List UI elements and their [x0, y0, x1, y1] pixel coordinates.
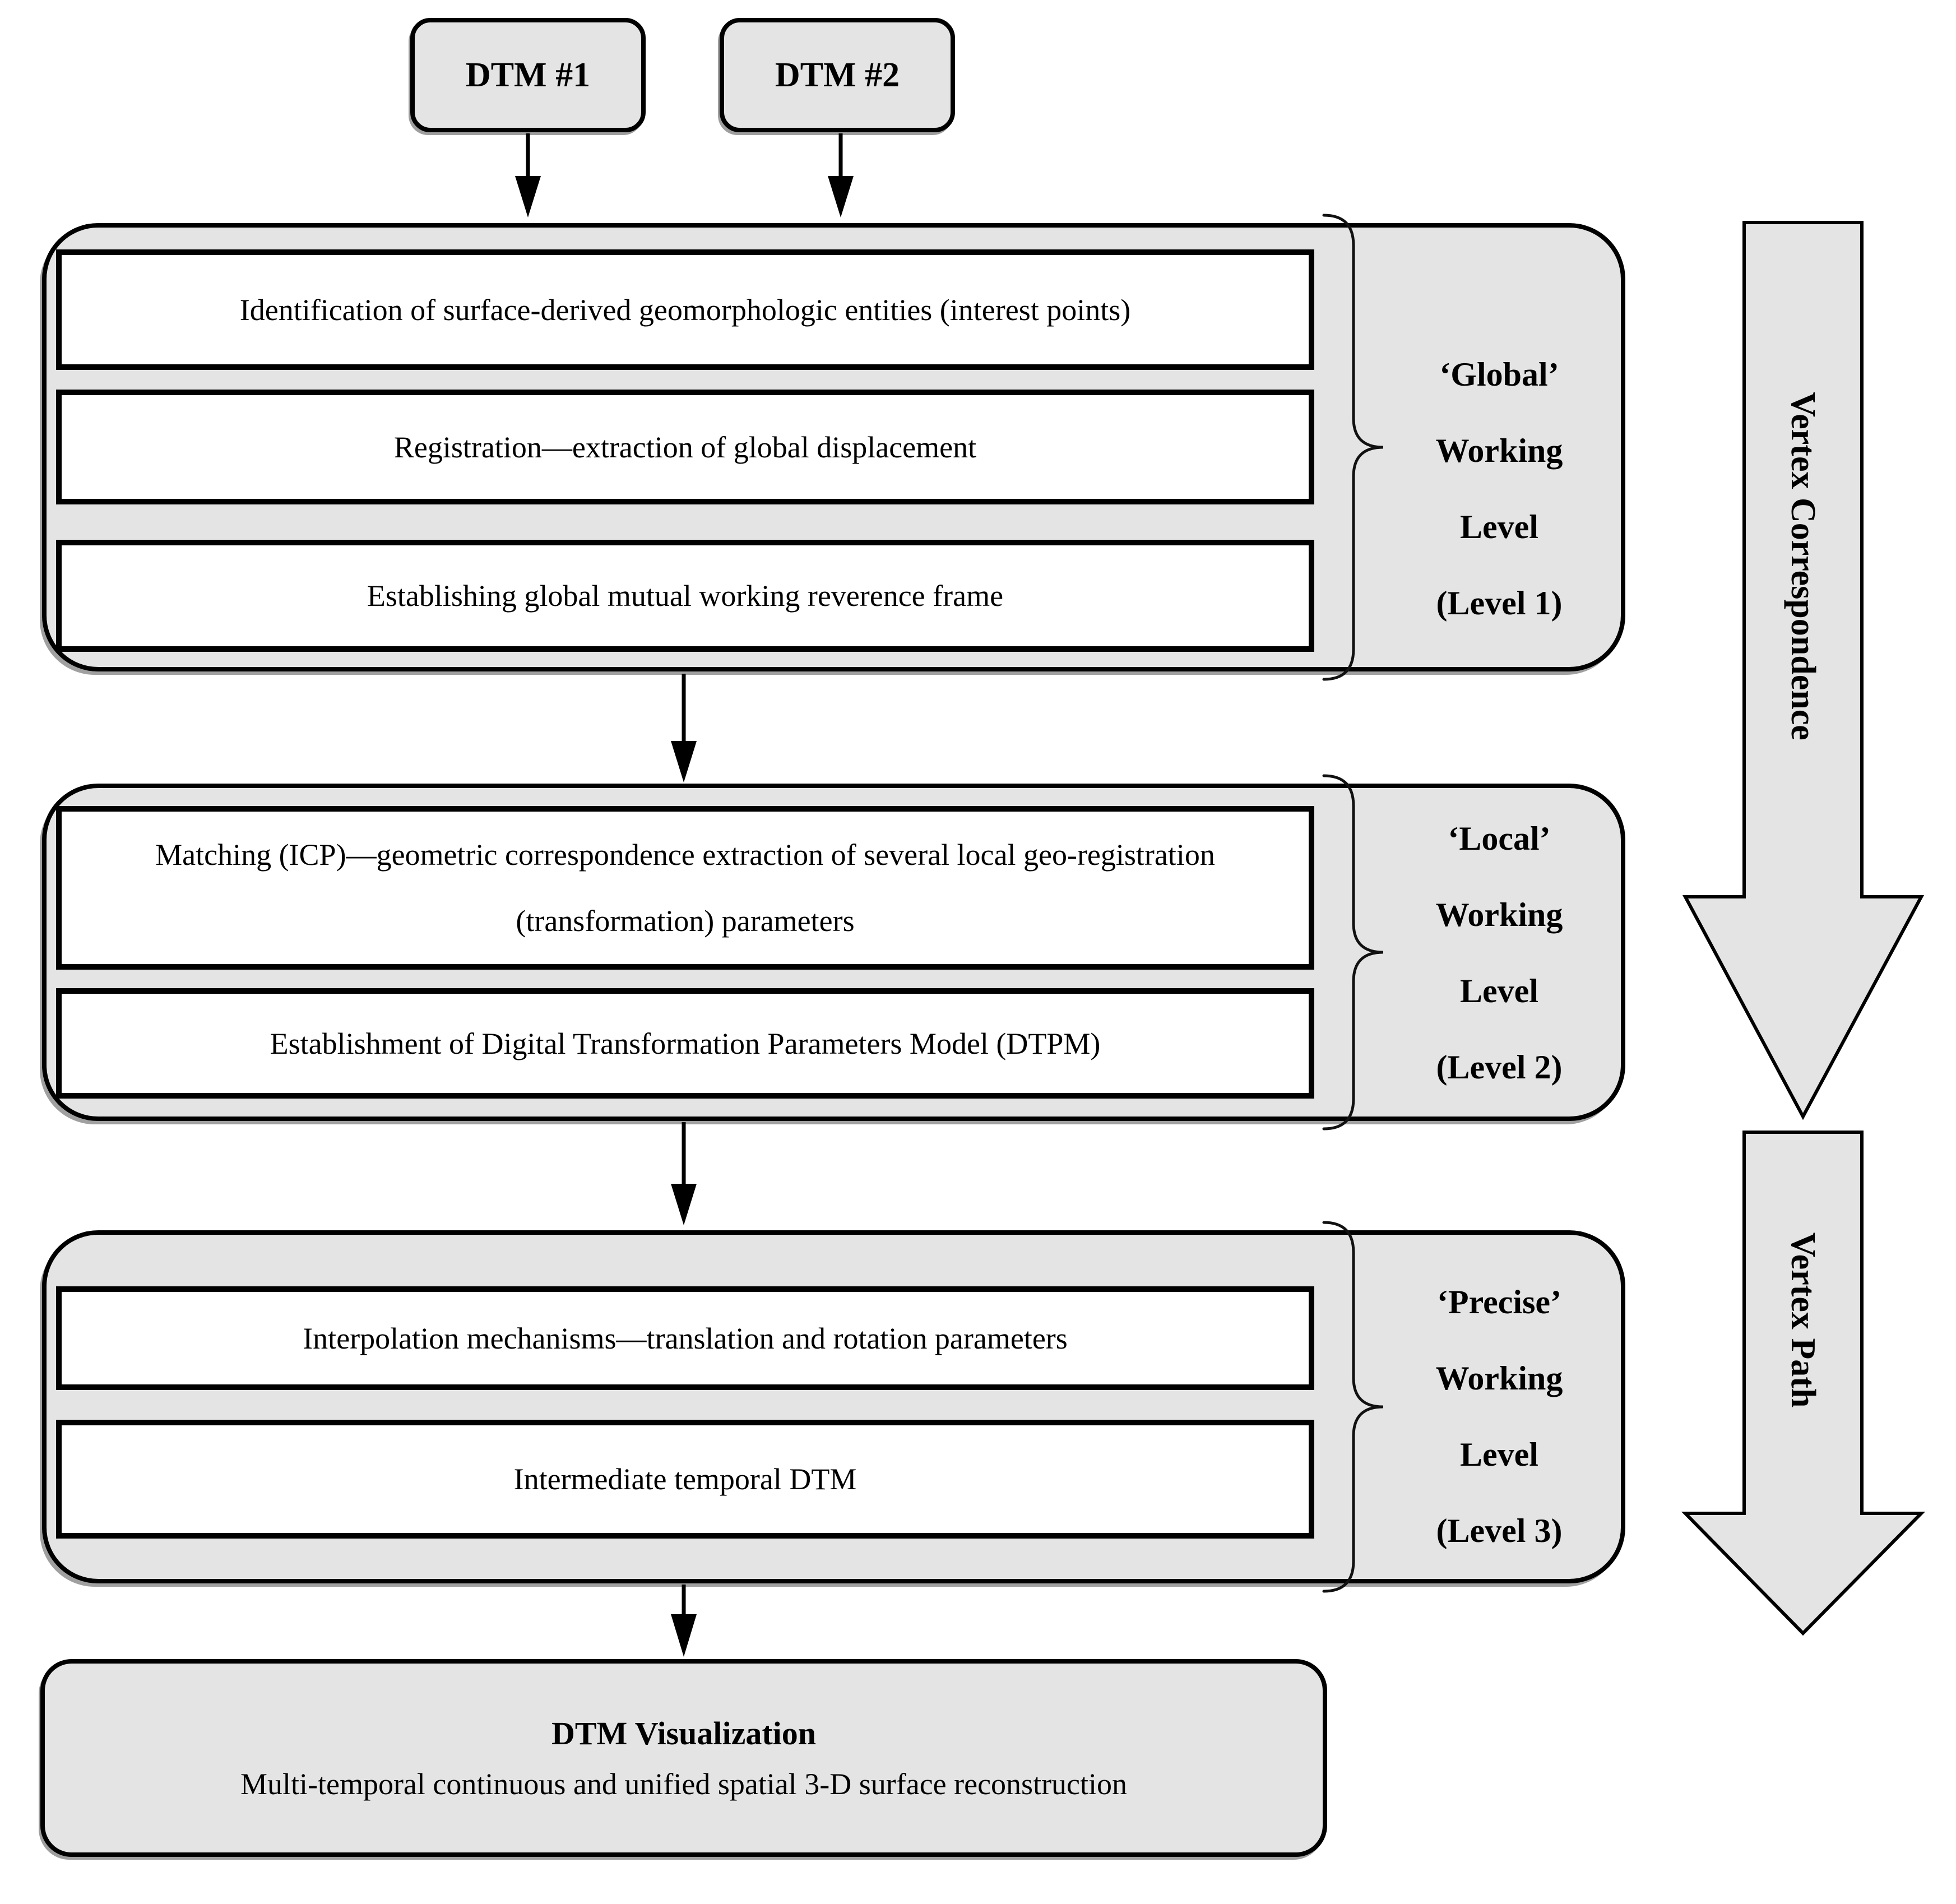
level1-step-reference-frame: Establishing global mutual working rever…: [56, 540, 1314, 652]
level2-label-line-2: Working: [1435, 896, 1563, 933]
vertex-path-label: Vertex Path: [1784, 1232, 1822, 1408]
level2-step-dtpm: Establishment of Digital Transformation …: [56, 988, 1314, 1099]
level2-label-line-1: ‘Local’: [1448, 820, 1551, 857]
level2-to-level3-arrow-icon: [671, 1122, 697, 1225]
level1-step-registration: Registration—extraction of global displa…: [56, 390, 1314, 504]
level1-step-identification: Identification of surface-derived geomor…: [56, 249, 1314, 370]
level3-label-line-2: Working: [1435, 1360, 1563, 1397]
level1-label-line-2: Working: [1435, 432, 1563, 469]
level1-label-line-4: (Level 1): [1436, 585, 1563, 622]
level1-label: ‘Global’ Working Level (Level 1): [1380, 336, 1619, 641]
level2-step-matching-icp: Matching (ICP)—geometric correspondence …: [56, 806, 1314, 970]
output-title: DTM Visualization: [551, 1715, 817, 1752]
level3-step-interpolation: Interpolation mechanisms—translation and…: [56, 1286, 1314, 1390]
dtm2-box: DTM #2: [720, 18, 955, 132]
level2-label: ‘Local’ Working Level (Level 2): [1380, 800, 1619, 1105]
level3-label-line-4: (Level 3): [1436, 1512, 1563, 1549]
dtm2-down-arrow-icon: [828, 133, 854, 217]
output-subtitle: Multi-temporal continuous and unified sp…: [240, 1767, 1128, 1801]
level1-to-level2-arrow-icon: [671, 674, 697, 782]
dtm1-down-arrow-icon: [515, 133, 541, 217]
level3-label-line-3: Level: [1460, 1436, 1538, 1473]
level3-to-output-arrow-icon: [671, 1585, 697, 1657]
level3-label: ‘Precise’ Working Level (Level 3): [1380, 1264, 1619, 1569]
output-box: DTM Visualization Multi-temporal continu…: [40, 1659, 1327, 1857]
level2-label-line-3: Level: [1460, 972, 1538, 1009]
vertex-correspondence-label: Vertex Correspondence: [1784, 392, 1822, 740]
level2-label-line-4: (Level 2): [1436, 1049, 1563, 1086]
level1-label-line-3: Level: [1460, 508, 1538, 545]
level1-label-line-1: ‘Global’: [1439, 356, 1559, 393]
level3-label-line-1: ‘Precise’: [1436, 1284, 1562, 1321]
level3-step-intermediate-dtm: Intermediate temporal DTM: [56, 1420, 1314, 1539]
dtm1-box: DTM #1: [410, 18, 646, 132]
